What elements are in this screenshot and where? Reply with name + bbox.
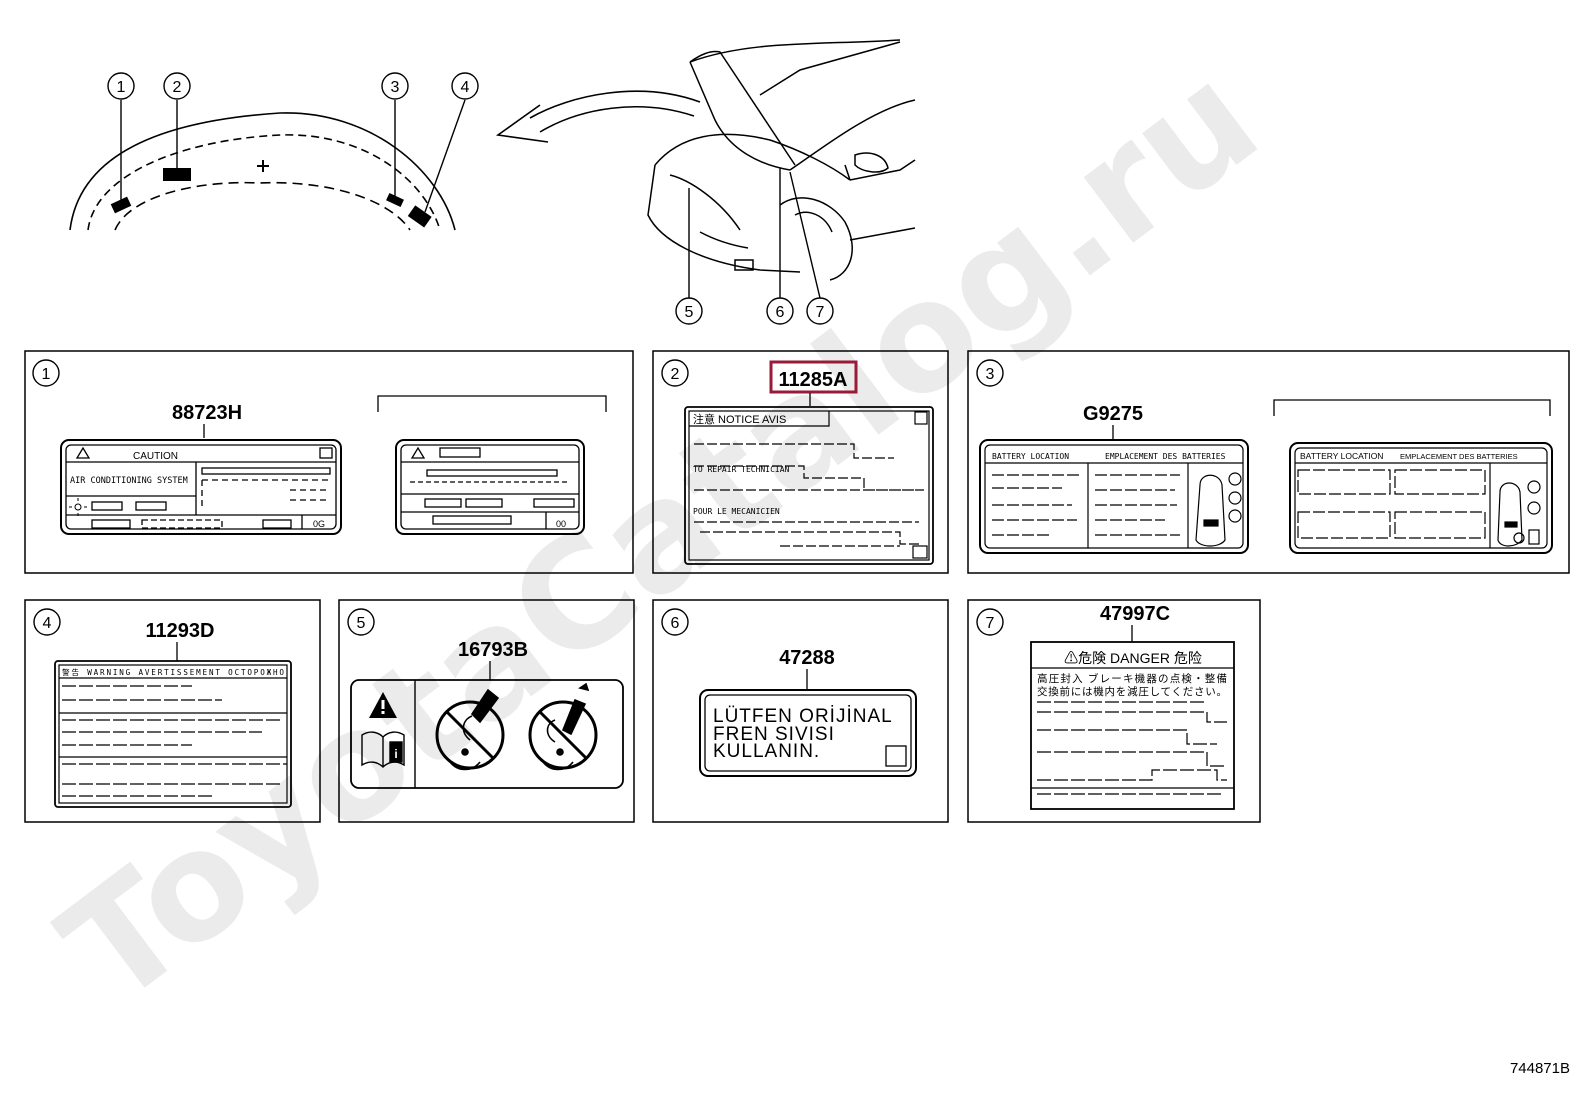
label-88723H-variant [395, 439, 585, 535]
label-G9275 [979, 439, 1249, 554]
panel-1: 1 88723H CAUTION AIR CONDITIONING SYSTEM… [24, 350, 634, 574]
label-88723H-code: 0G [313, 519, 325, 529]
svg-text:5: 5 [685, 304, 694, 321]
panel-4: 4 11293D 警告 WARNING AVERTISSEMENT OCTOPO… [24, 599, 321, 823]
callout-5: 5 [675, 297, 703, 325]
label-11293D-header: 警告 WARNING AVERTISSEMENT OCTOPOЖHO [62, 667, 284, 677]
part-number-11285A[interactable]: 11285A [779, 369, 848, 391]
label-47288-line3: KULLANIN. [713, 741, 820, 762]
label-88723H [60, 439, 342, 535]
callout-6: 6 [766, 297, 794, 325]
label-G9275-title-a: BATTERY LOCATION [992, 452, 1069, 461]
label-G9275-variant [1289, 442, 1553, 554]
svg-text:2: 2 [173, 79, 182, 96]
leader-lines [120, 99, 466, 213]
no-spray-fan-icon [528, 682, 598, 771]
sun-icon [69, 498, 87, 516]
diagram-id: 744871B [1510, 1060, 1570, 1077]
svg-text:4: 4 [461, 79, 470, 96]
callout-7: 7 [806, 297, 834, 325]
label-47288 [699, 689, 917, 777]
callout-1: 1 [107, 72, 135, 100]
label-16793B [350, 679, 624, 789]
label-88723H-title: CAUTION [133, 451, 178, 462]
svg-text:1: 1 [117, 79, 126, 96]
manual-book-icon: i [361, 731, 405, 768]
panel-4-index: 4 [43, 615, 52, 632]
callout-2: 2 [163, 72, 191, 100]
label-11285A [684, 406, 934, 565]
hood-label-marks [110, 168, 432, 228]
panel-1-index: 1 [42, 366, 51, 383]
car-leader-lines [688, 168, 821, 299]
arrow-icon [495, 90, 701, 143]
panel-3: 3 G9275 BATTERY LOCATION EMPLACEMENT DES… [967, 350, 1570, 574]
car-front-view [647, 39, 916, 281]
part-number-G9275[interactable]: G9275 [1083, 403, 1143, 425]
panel-6-index: 6 [671, 615, 680, 632]
panel-6: 6 47288 LÜTFEN ORİJİNAL FREN SIVISI KULL… [652, 599, 949, 823]
part-number-47288[interactable]: 47288 [779, 647, 835, 669]
panel-2: 2 11285A 注意 NOTICE AVIS TO REPAIR TECHNI… [652, 350, 949, 574]
part-number-47997C[interactable]: 47997C [1100, 603, 1170, 625]
panel-7: 7 47997C ⚠危険 DANGER 危险 高圧封入 ブレーキ機器の点検・整備… [967, 599, 1261, 823]
label-47288-line2: FREN SIVISI [713, 724, 835, 745]
label-G9275-title-b: EMPLACEMENT DES BATTERIES [1105, 452, 1226, 461]
svg-text:6: 6 [776, 304, 785, 321]
part-number-highlight [769, 360, 858, 394]
callout-3: 3 [381, 72, 409, 100]
label-11285A-header: 注意 NOTICE AVIS [693, 412, 786, 426]
part-number-88723H[interactable]: 88723H [172, 402, 242, 424]
panel-1-bracket [377, 395, 607, 412]
no-hand-fan-icon [435, 688, 505, 771]
panel-5-index: 5 [357, 615, 366, 632]
warning-icon [369, 692, 397, 718]
label-G9275-variant-title-a: BATTERY LOCATION [1300, 451, 1383, 461]
panel-3-bracket [1273, 399, 1551, 416]
panel-5: 5 16793B i [338, 599, 635, 823]
label-11285A-repair: TO REPAIR TECHNICIAN [693, 465, 790, 474]
panel-3-index: 3 [986, 366, 995, 383]
label-47997C-jp1: 高圧封入 ブレーキ機器の点検・整備 [1037, 672, 1227, 685]
part-number-11293D[interactable]: 11293D [146, 620, 215, 642]
part-number-16793B[interactable]: 16793B [458, 639, 528, 661]
label-G9275-variant-title-b: EMPLACEMENT DES BATTERIES [1400, 452, 1518, 461]
hood-underside-view [69, 112, 456, 231]
label-47997C-jp2: 交換前には機内を減圧してください。 [1037, 685, 1227, 698]
crosshair-icon [257, 160, 269, 172]
panel-7-index: 7 [986, 615, 995, 632]
label-11285A-fr: POUR LE MECANICIEN [693, 507, 780, 516]
label-11293D [54, 660, 292, 808]
label-47997C-header: ⚠危険 DANGER 危险 [1064, 650, 1202, 666]
label-47997C [1030, 641, 1235, 810]
svg-text:3: 3 [391, 79, 400, 96]
label-47288-line1: LÜTFEN ORİJİNAL [713, 706, 893, 727]
svg-text:i: i [394, 747, 397, 761]
label-88723H-line: AIR CONDITIONING SYSTEM [70, 476, 188, 486]
callout-4: 4 [451, 72, 479, 100]
panel-2-index: 2 [671, 366, 680, 383]
label-88723H-variant-code: 00 [556, 519, 566, 529]
svg-text:7: 7 [816, 304, 825, 321]
